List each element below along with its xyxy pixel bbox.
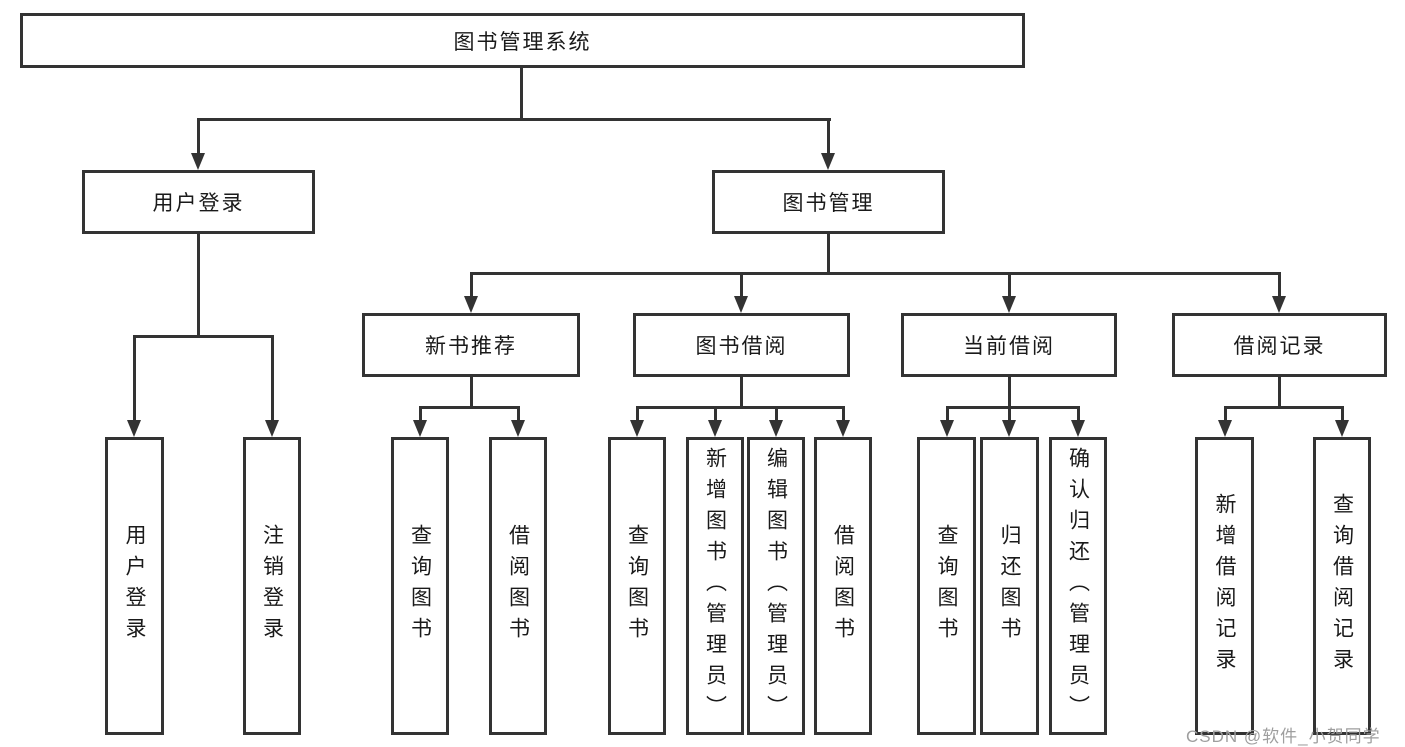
node-book-borrowing: 图书借阅	[633, 313, 850, 377]
connector-line	[517, 406, 520, 422]
connector-line	[133, 335, 274, 338]
connector-line	[946, 406, 1080, 409]
node-label: 图书管理	[782, 192, 875, 215]
leaf-label: 查询图书	[408, 524, 432, 648]
node-current-borrowing: 当前借阅	[901, 313, 1117, 377]
connector-line	[827, 234, 830, 272]
leaf-label: 用户登录	[123, 524, 147, 648]
arrow-down-icon	[191, 153, 205, 170]
arrow-down-icon	[1002, 420, 1016, 437]
leaf-query-books-current: 查询图书	[917, 437, 976, 735]
connector-line	[419, 406, 422, 422]
leaf-label: 查询图书	[935, 524, 959, 648]
arrow-down-icon	[836, 420, 850, 437]
connector-line	[636, 406, 639, 422]
arrow-down-icon	[127, 420, 141, 437]
node-label: 图书借阅	[695, 335, 788, 358]
leaf-query-books-borrowing: 查询图书	[608, 437, 666, 735]
node-label: 图书管理系统	[453, 30, 592, 54]
connector-line	[842, 406, 845, 422]
node-borrowing-records: 借阅记录	[1172, 313, 1387, 377]
node-new-book-recommendation: 新书推荐	[362, 313, 580, 377]
leaf-borrow-books-recommend: 借阅图书	[489, 437, 547, 735]
leaf-borrow-books: 借阅图书	[814, 437, 872, 735]
connector-line	[827, 118, 830, 155]
leaf-label: 编辑图书（管理员）	[764, 446, 788, 726]
arrow-down-icon	[1002, 296, 1016, 313]
leaf-query-books-recommend: 查询图书	[391, 437, 449, 735]
connector-line	[1224, 406, 1227, 422]
leaf-logout: 注销登录	[243, 437, 301, 735]
node-user-login: 用户登录	[82, 170, 315, 234]
leaf-label: 新增图书（管理员）	[703, 446, 727, 726]
connector-line	[470, 272, 1281, 275]
connector-line	[1224, 406, 1344, 409]
arrow-down-icon	[511, 420, 525, 437]
arrow-down-icon	[413, 420, 427, 437]
connector-line	[740, 377, 743, 407]
leaf-label: 确认归还（管理员）	[1066, 446, 1090, 726]
connector-line	[1008, 406, 1011, 422]
arrow-down-icon	[1335, 420, 1349, 437]
connector-line	[133, 335, 136, 421]
node-label: 用户登录	[152, 192, 245, 215]
arrow-down-icon	[769, 420, 783, 437]
leaf-label: 借阅图书	[831, 524, 855, 648]
arrow-down-icon	[734, 296, 748, 313]
leaf-edit-books-admin: 编辑图书（管理员）	[747, 437, 805, 735]
leaf-query-borrow-record: 查询借阅记录	[1313, 437, 1371, 735]
leaf-label: 新增借阅记录	[1213, 493, 1237, 679]
connector-line	[1278, 272, 1281, 298]
arrow-down-icon	[265, 420, 279, 437]
leaf-add-books-admin: 新增图书（管理员）	[686, 437, 744, 735]
connector-line	[520, 68, 523, 118]
leaf-add-borrow-record: 新增借阅记录	[1195, 437, 1254, 735]
connector-line	[470, 272, 473, 298]
arrow-down-icon	[940, 420, 954, 437]
arrow-down-icon	[1071, 420, 1085, 437]
connector-line	[1077, 406, 1080, 422]
node-label: 当前借阅	[963, 335, 1055, 358]
connector-line	[197, 118, 200, 155]
arrow-down-icon	[1272, 296, 1286, 313]
connector-line	[1008, 272, 1011, 298]
csdn-watermark: CSDN @软件_小贺同学	[1186, 727, 1381, 746]
connector-line	[714, 406, 717, 422]
connector-line	[775, 406, 778, 422]
node-label: 新书推荐	[425, 335, 517, 358]
leaf-return-books: 归还图书	[980, 437, 1039, 735]
node-library-management-system: 图书管理系统	[20, 13, 1025, 68]
arrow-down-icon	[1218, 420, 1232, 437]
connector-line	[197, 234, 200, 335]
connector-line	[636, 406, 845, 409]
connector-line	[1278, 377, 1281, 407]
connector-line	[740, 272, 743, 298]
leaf-label: 查询图书	[625, 524, 649, 648]
arrow-down-icon	[708, 420, 722, 437]
arrow-down-icon	[821, 153, 835, 170]
node-book-management: 图书管理	[712, 170, 945, 234]
connector-line	[271, 335, 274, 421]
leaf-label: 注销登录	[260, 524, 284, 648]
arrow-down-icon	[464, 296, 478, 313]
connector-line	[419, 406, 520, 409]
connector-line	[470, 377, 473, 407]
connector-line	[1008, 377, 1011, 407]
leaf-label: 归还图书	[998, 524, 1022, 648]
arrow-down-icon	[630, 420, 644, 437]
leaf-user-login: 用户登录	[105, 437, 164, 735]
connector-line	[197, 118, 831, 121]
leaf-label: 借阅图书	[506, 524, 530, 648]
node-label: 借阅记录	[1233, 335, 1326, 358]
leaf-label: 查询借阅记录	[1330, 493, 1354, 679]
connector-line	[1341, 406, 1344, 422]
leaf-confirm-return-admin: 确认归还（管理员）	[1049, 437, 1107, 735]
connector-line	[946, 406, 949, 422]
